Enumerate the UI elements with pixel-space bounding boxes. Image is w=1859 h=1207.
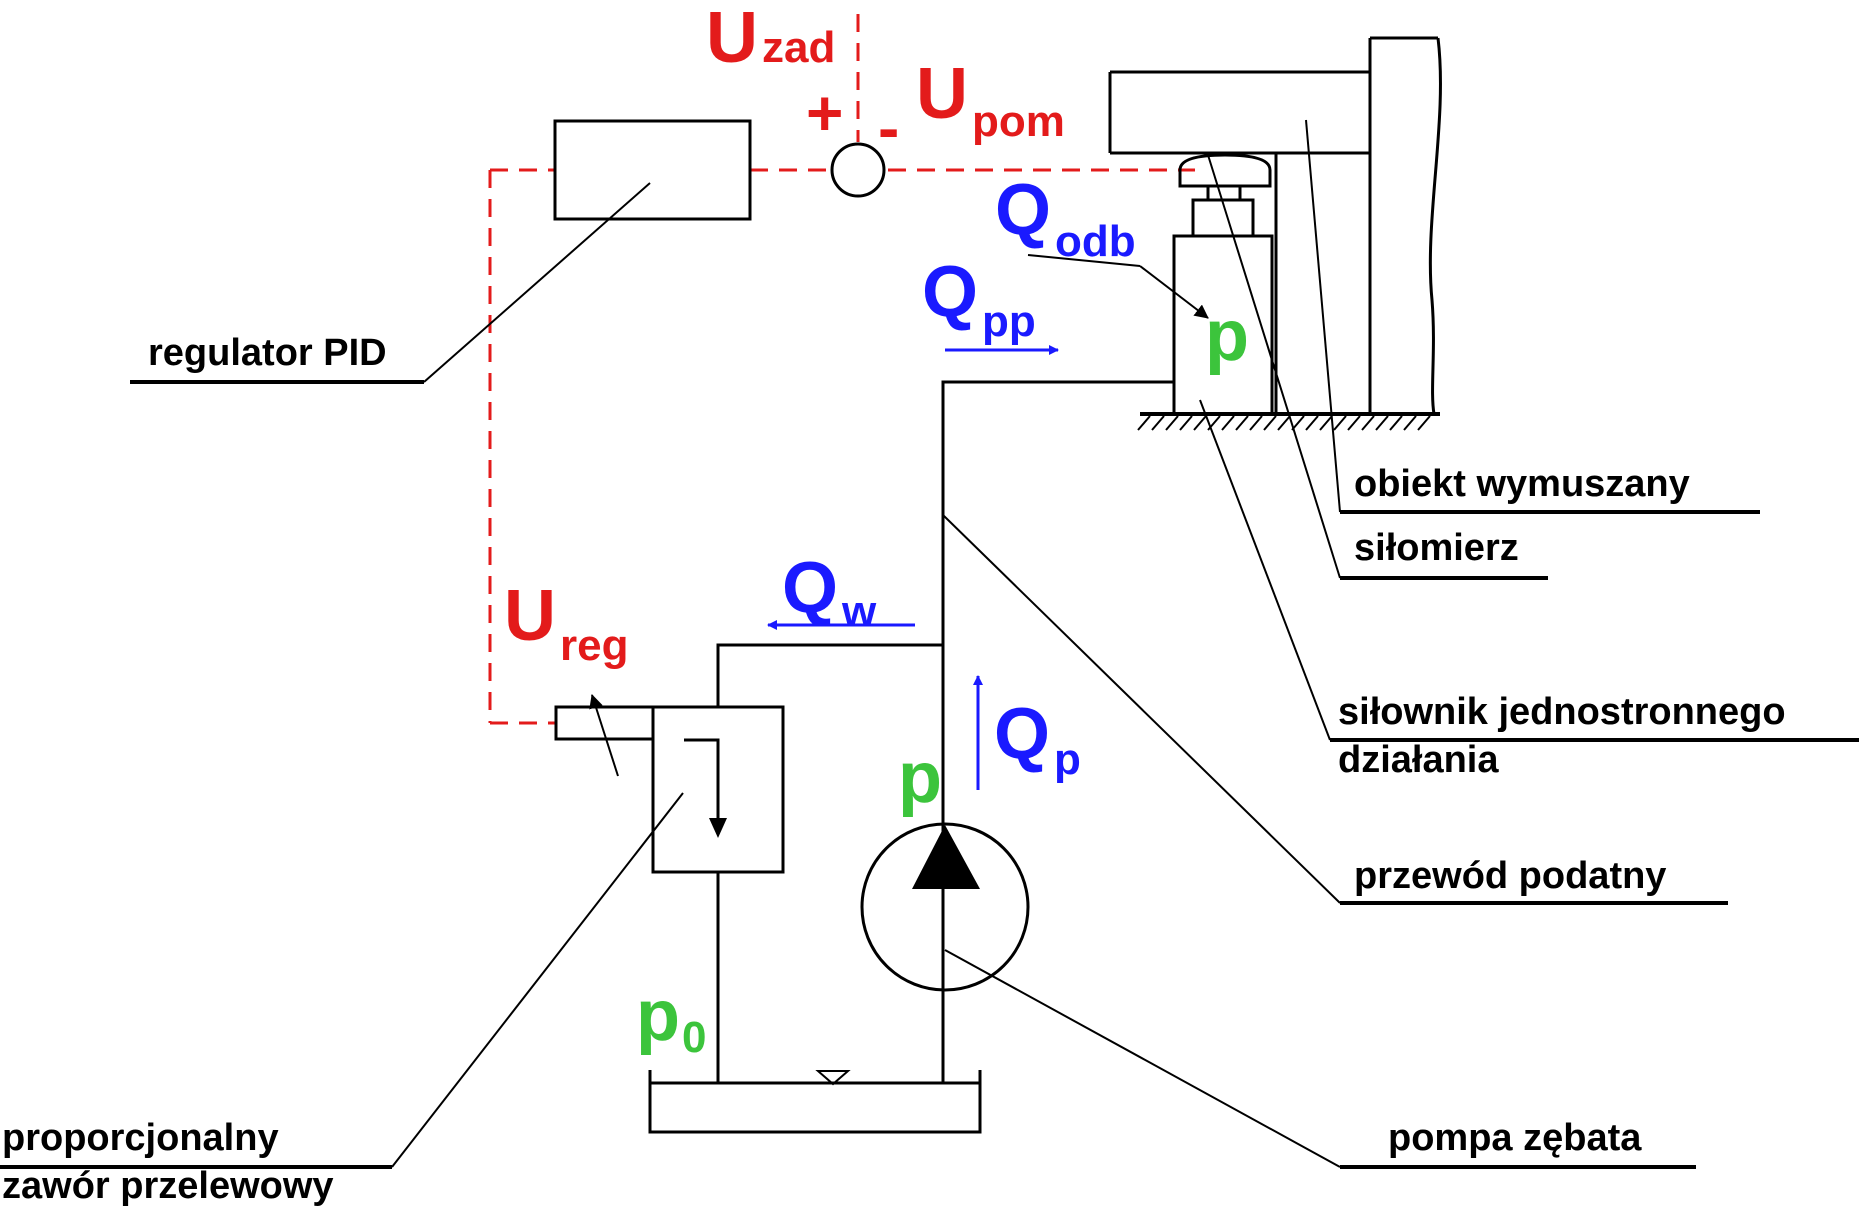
label-object: obiekt wymuszany xyxy=(1354,463,1690,505)
ground-hatch-mark xyxy=(1193,415,1207,431)
summing-junction xyxy=(830,142,886,198)
q-odb-symbol: Qodb xyxy=(995,170,1136,266)
ground-hatch-mark xyxy=(1249,415,1263,431)
force-meter xyxy=(1178,151,1272,188)
ground-hatch-mark xyxy=(1151,415,1165,431)
minus-sign: - xyxy=(878,92,899,164)
ground-hatch-mark xyxy=(1375,415,1389,431)
p-pump-symbol: p xyxy=(898,738,942,818)
leader-lines xyxy=(0,119,1859,1169)
ground-hatch-mark xyxy=(1235,415,1249,431)
proportional-relief-valve xyxy=(554,694,785,874)
ground-hatch-mark xyxy=(1305,415,1319,431)
p-cylinder-symbol: p xyxy=(1205,296,1249,376)
ground-hatch-mark xyxy=(1361,415,1375,431)
ground-hatch-mark xyxy=(1179,415,1193,431)
label-cylinder-line1: siłownik jednostronnego xyxy=(1338,691,1786,733)
pid-regulator-block xyxy=(553,119,752,221)
ground-base xyxy=(1137,412,1440,431)
flow-arrows xyxy=(767,345,1059,790)
label-pump: pompa zębata xyxy=(1388,1117,1642,1159)
plus-sign: + xyxy=(806,77,843,149)
p-zero-symbol: p0 xyxy=(636,976,706,1062)
ground-hatch-mark xyxy=(1403,415,1417,431)
label-force-meter: siłomierz xyxy=(1354,527,1519,569)
ground-hatch-mark xyxy=(1417,415,1431,431)
ground-hatch-mark xyxy=(1263,415,1277,431)
ground-hatch-mark xyxy=(1221,415,1235,431)
u-zad-symbol: Uzad xyxy=(706,0,835,78)
ground-hatch-mark xyxy=(1319,415,1333,431)
label-cylinder-line2: działania xyxy=(1338,739,1499,781)
ground-hatch-mark xyxy=(1277,415,1291,431)
ground-hatch-mark xyxy=(1347,415,1361,431)
q-p-symbol: Qp xyxy=(994,694,1081,784)
ground-hatch-mark xyxy=(1333,415,1347,431)
ground-hatch-mark xyxy=(1137,415,1151,431)
u-reg-symbol: Ureg xyxy=(504,576,628,670)
ground-hatch-mark xyxy=(1165,415,1179,431)
ground-hatch-mark xyxy=(1389,415,1403,431)
gear-pump xyxy=(860,822,1030,992)
label-regulator: regulator PID xyxy=(148,332,387,374)
u-pom-symbol: Upom xyxy=(916,54,1065,146)
label-valve-line1: proporcjonalny xyxy=(2,1117,279,1159)
label-valve-line2: zawór przelewowy xyxy=(2,1165,334,1207)
label-hose: przewód podatny xyxy=(1354,855,1666,897)
q-pp-symbol: Qpp xyxy=(922,252,1036,346)
oil-tank xyxy=(648,1070,982,1134)
q-w-symbol: Qw xyxy=(782,548,877,636)
test-stand-frame xyxy=(1108,36,1442,416)
signal-lines xyxy=(488,14,1195,725)
hydraulic-lines xyxy=(716,380,1174,1083)
